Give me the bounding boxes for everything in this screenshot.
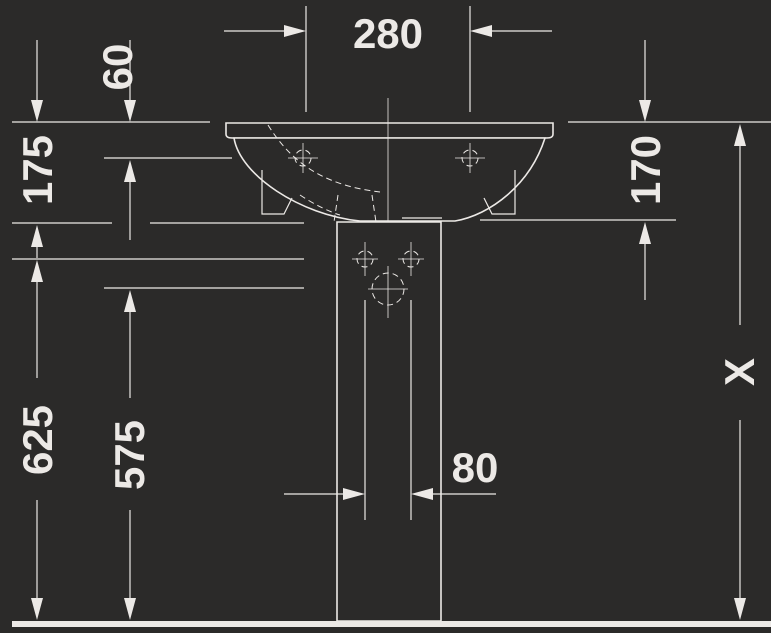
dimension-80-label: 80 <box>452 444 499 491</box>
dimension-280-label: 280 <box>353 10 423 57</box>
dimension-175: 175 <box>12 135 304 289</box>
tap-hole-right-marker <box>455 143 485 173</box>
dimension-575-label: 575 <box>106 420 153 490</box>
dimension-x: X <box>716 124 763 620</box>
dimension-170-label: 170 <box>622 135 669 205</box>
pedestal <box>336 221 442 622</box>
dimension-175-label: 175 <box>14 135 61 205</box>
floor-line <box>12 621 771 627</box>
dimension-x-label: X <box>716 358 763 386</box>
supply-left-marker <box>352 242 378 276</box>
dimension-625: 625 <box>14 260 61 620</box>
dimension-170: 170 <box>480 40 771 300</box>
dimension-60-label: 60 <box>94 44 141 91</box>
basin-outline <box>225 122 554 223</box>
supply-right-marker <box>398 242 424 276</box>
dimension-625-label: 625 <box>14 405 61 475</box>
dimension-80: 80 <box>284 300 498 520</box>
tap-hole-left-marker <box>288 143 318 173</box>
dimension-575: 575 <box>106 290 153 620</box>
waste-marker <box>368 266 408 318</box>
dimension-280: 280 <box>224 6 552 112</box>
dimension-60: 60 <box>12 40 210 123</box>
